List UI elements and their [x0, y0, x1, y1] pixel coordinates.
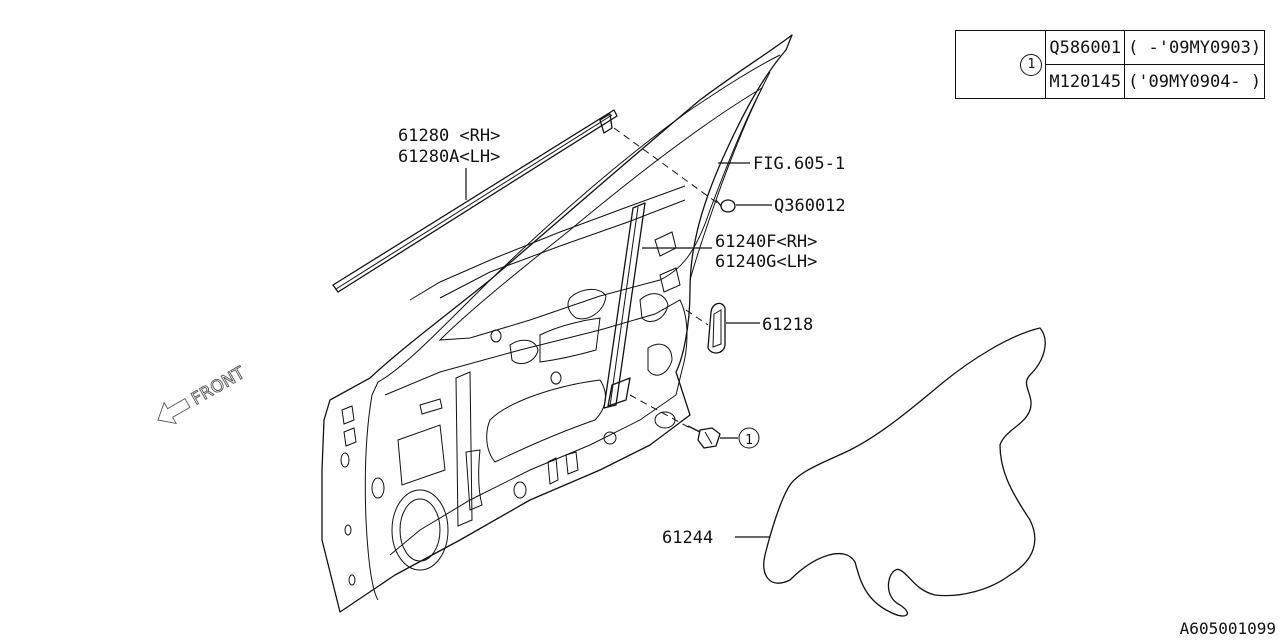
- applicability-cell: ( -'09MY0903): [1124, 30, 1266, 65]
- callout-sealing-cover: 61244: [662, 528, 713, 548]
- part-number-cell: M120145: [1045, 64, 1126, 99]
- rear-sash: [603, 202, 646, 409]
- seal-dashed-leader: [685, 309, 709, 326]
- svg-text:1: 1: [745, 433, 753, 448]
- seal-part: [707, 302, 726, 354]
- ref-circle: 1: [1020, 54, 1043, 76]
- bolt-part: [629, 394, 721, 449]
- sealing-cover: [763, 327, 1046, 617]
- table-row: M120145 ('09MY0904- ): [956, 64, 1266, 99]
- leader-lines: [465, 162, 772, 538]
- callout-clip: Q360012: [774, 196, 846, 216]
- callout-moulding-rh: 61280 <RH>: [398, 126, 500, 146]
- callout-moulding-lh: 61280A<LH>: [398, 147, 500, 167]
- clip-part: [715, 199, 736, 213]
- door-panel: [321, 34, 793, 613]
- callout-sash-rh: 61240F<RH>: [715, 232, 817, 252]
- moulding-clip-dashed-leader: [613, 127, 721, 206]
- front-arrow: FRONT: [157, 362, 249, 425]
- callout-bolt-ref: 1: [738, 427, 760, 449]
- belt-moulding: [332, 109, 618, 293]
- callout-sash-lh: 61240G<LH>: [715, 252, 817, 272]
- callout-fig-ref: FIG.605-1: [753, 154, 845, 174]
- front-label: FRONT: [188, 363, 249, 410]
- figure-id: A605001099: [1179, 619, 1276, 638]
- part-number-cell: Q586001: [1045, 30, 1126, 65]
- parts-table: 1 Q586001 ( -'09MY0903) M120145 ('09MY09…: [954, 30, 1266, 99]
- table-row: 1 Q586001 ( -'09MY0903): [954, 30, 1266, 99]
- table-ref-cell: 1: [954, 30, 1047, 99]
- callout-seal: 61218: [762, 315, 813, 335]
- applicability-cell: ('09MY0904- ): [1124, 64, 1266, 99]
